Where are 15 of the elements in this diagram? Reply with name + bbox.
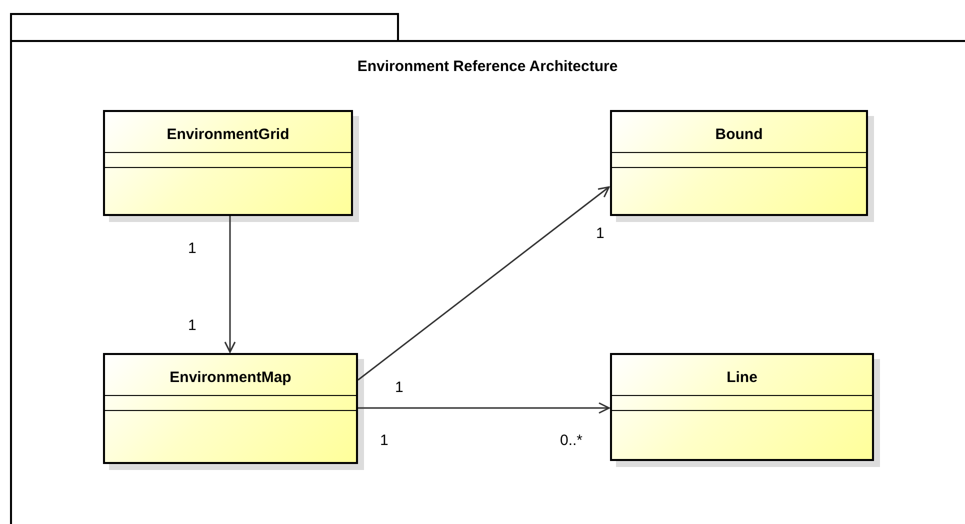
class-name: Line [726, 369, 758, 386]
multiplicity-label: 1 [395, 379, 404, 396]
package-title: Environment Reference Architecture [356, 58, 619, 75]
multiplicity-label: 0..* [560, 432, 583, 449]
package-frame [10, 13, 965, 524]
association-arrow [358, 402, 610, 414]
class-name: EnvironmentGrid [166, 126, 290, 143]
multiplicity-label: 1 [188, 240, 196, 257]
class-name: Bound [714, 126, 764, 143]
association-arrow [358, 186, 610, 381]
multiplicity-label: 1 [188, 317, 196, 334]
multiplicity-label: 1 [596, 225, 604, 242]
class-name: EnvironmentMap [168, 369, 292, 386]
association-arrow [224, 216, 236, 353]
multiplicity-label: 1 [380, 432, 388, 449]
